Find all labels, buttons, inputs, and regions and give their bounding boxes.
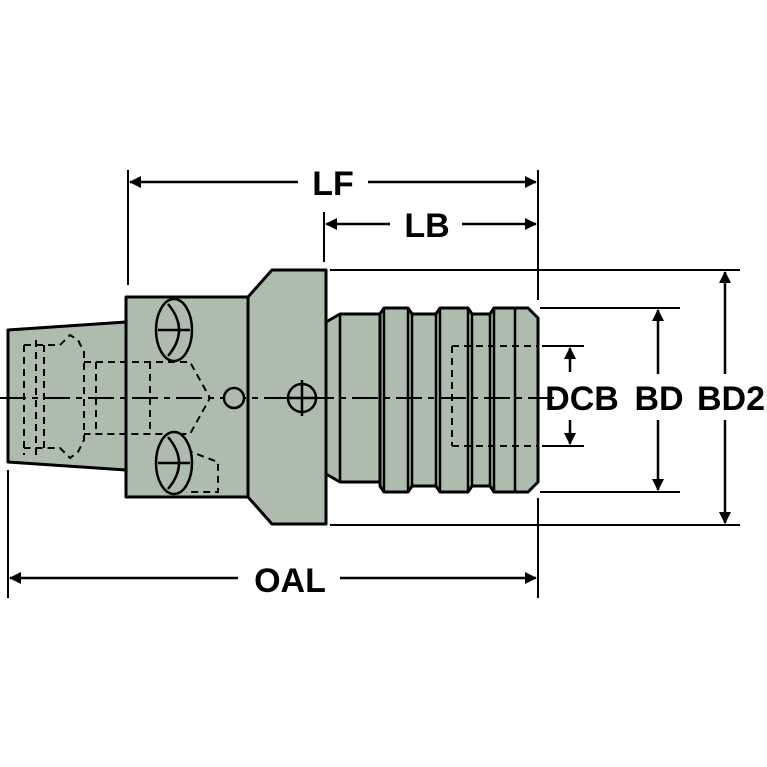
lf-label: LF [312,165,354,203]
body-hole [222,386,246,410]
lb-label: LB [404,207,449,245]
screws [154,297,318,496]
chuck-grooves [338,308,517,492]
bd-label: BD [634,380,683,418]
dcb-label: DCB [545,380,619,418]
extension-lines [7,170,740,598]
oal-label: OAL [254,562,326,600]
bd2-label: BD2 [697,380,765,418]
